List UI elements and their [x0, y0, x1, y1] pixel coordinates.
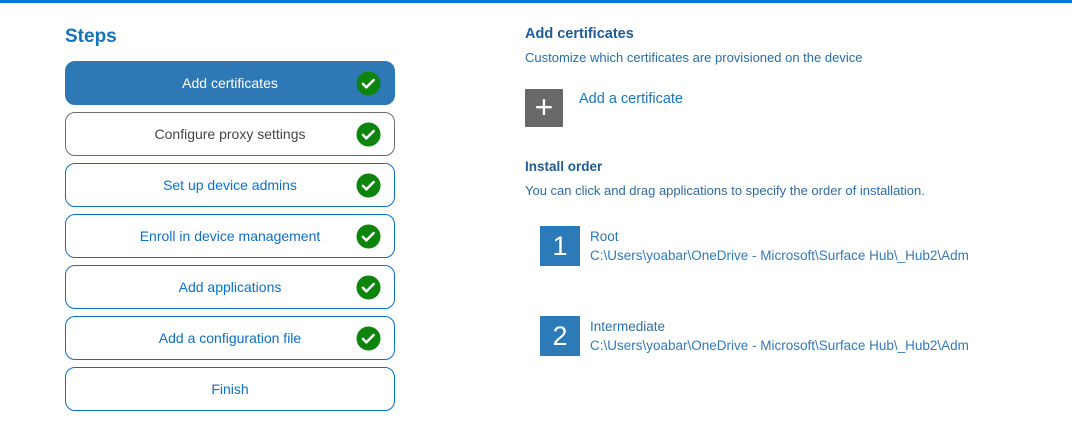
certificate-name: Intermediate	[590, 319, 666, 334]
step-button-label: Finish	[211, 381, 249, 397]
completed-check-icon	[356, 70, 381, 96]
step-button-label: Set up device admins	[163, 177, 297, 193]
order-number-tile: 2	[540, 316, 580, 356]
step-button-set-up-device-admins[interactable]: Set up device admins	[65, 163, 395, 207]
step-button-add-a-configuration-file[interactable]: Add a configuration file	[65, 316, 395, 360]
order-number-tile: 1	[540, 226, 580, 266]
page-title: Add certificates	[525, 26, 634, 42]
install-order-title: Install order	[525, 159, 603, 174]
step-button-add-certificates[interactable]: Add certificates	[65, 61, 395, 105]
step-button-label: Configure proxy settings	[154, 126, 306, 142]
completed-check-icon	[356, 325, 381, 351]
add-certificate-label: Add a certificate	[579, 91, 683, 107]
certificate-path: C:\Users\yoabar\OneDrive - Microsoft\Sur…	[590, 338, 969, 353]
step-button-label: Add certificates	[182, 75, 278, 91]
order-number: 2	[552, 320, 568, 351]
steps-panel-title: Steps	[65, 26, 117, 47]
step-button-label: Add applications	[178, 279, 282, 295]
order-number: 1	[552, 230, 568, 261]
completed-check-icon	[356, 172, 381, 198]
step-button-label: Add a configuration file	[158, 330, 302, 346]
install-order-section: Install order You can click and drag app…	[525, 159, 1065, 356]
step-button-enroll-in-device-management[interactable]: Enroll in device management	[65, 214, 395, 258]
content-panel: Add certificates Customize which certifi…	[525, 26, 1065, 406]
certificate-path: C:\Users\yoabar\OneDrive - Microsoft\Sur…	[590, 248, 969, 263]
step-button-configure-proxy-settings[interactable]: Configure proxy settings	[65, 112, 395, 156]
page-subtitle: Customize which certificates are provisi…	[525, 50, 863, 65]
certificate-name: Root	[590, 229, 619, 244]
step-button-finish[interactable]: Finish	[65, 367, 395, 411]
step-button-add-applications[interactable]: Add applications	[65, 265, 395, 309]
completed-check-icon	[356, 274, 381, 300]
plus-tile[interactable]: +	[525, 89, 563, 127]
step-button-label: Enroll in device management	[139, 228, 321, 244]
add-certificate-button[interactable]: + Add a certificate	[525, 89, 1065, 127]
completed-check-icon	[356, 223, 381, 249]
plus-icon: +	[534, 88, 554, 125]
top-accent-bar	[0, 0, 1072, 3]
completed-check-icon	[356, 121, 381, 147]
install-order-subtitle: You can click and drag applications to s…	[525, 183, 925, 198]
